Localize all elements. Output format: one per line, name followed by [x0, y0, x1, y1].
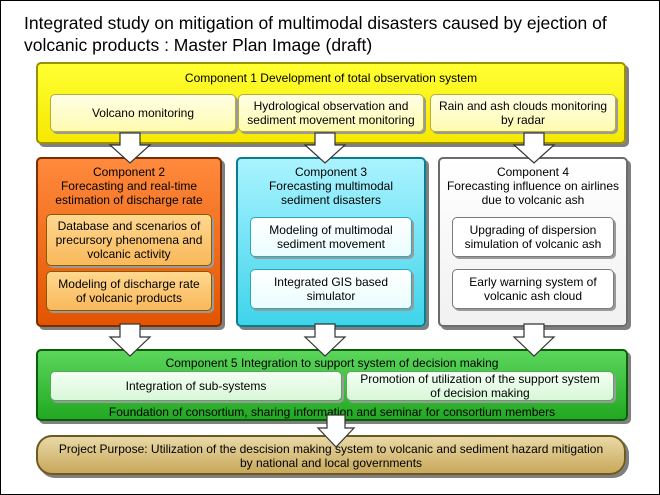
early-warning-line-1: Early warning system of	[469, 275, 597, 289]
arrow-c1-to-c3-icon	[303, 132, 347, 164]
component-2-box: Component 2 Forecasting and real-time es…	[36, 157, 222, 327]
gis-simulator-box: Integrated GIS based simulator	[250, 269, 412, 309]
component-5-footer: Foundation of consortium, sharing inform…	[108, 405, 556, 419]
component-3-heading-line-2: Forecasting multimodal	[268, 179, 394, 193]
component-4-heading-line-1: Component 4	[496, 165, 570, 179]
discharge-modeling-line-1: Modeling of discharge rate	[58, 277, 200, 291]
component-4-box: Component 4 Forecasting influence on air…	[438, 157, 628, 327]
component-3-box: Component 3 Forecasting multimodal sedim…	[236, 157, 426, 327]
ash-dispersion-line-2: simulation of volcanic ash	[464, 237, 602, 251]
component-2-heading-line-3: estimation of discharge rate	[55, 193, 203, 207]
project-purpose-line-1: Project Purpose: Utilization of the desc…	[58, 442, 604, 456]
title-line-2: volcanic products : Master Plan Image (d…	[24, 35, 373, 55]
sediment-modeling-line-1: Modeling of multimodal	[269, 223, 393, 237]
project-purpose-line-2: by national and local governments	[239, 456, 423, 470]
radar-monitoring-box: Rain and ash clouds monitoring by radar	[430, 94, 616, 132]
arrow-c1-to-c2-icon	[108, 132, 152, 164]
discharge-modeling-line-2: of volcanic products	[75, 291, 183, 305]
arrow-c3-to-c5-icon	[303, 323, 347, 357]
component-2-heading-line-1: Component 2	[92, 165, 166, 179]
hydrological-observation-box: Hydrological observation and sediment mo…	[238, 94, 424, 132]
arrow-c2-to-c5-icon	[108, 323, 152, 357]
component-3-heading: Component 3 Forecasting multimodal sedim…	[238, 165, 424, 207]
utilization-promotion-line-1: Promotion of utilization of the support …	[360, 372, 600, 386]
utilization-promotion-line-2: of decision making	[430, 386, 530, 400]
sediment-modeling-box: Modeling of multimodal sediment movement	[250, 217, 412, 257]
ash-dispersion-box: Upgrading of dispersion simulation of vo…	[452, 217, 614, 257]
gis-simulator-line-1: Integrated GIS based	[273, 275, 389, 289]
radar-monitoring-line-1: Rain and ash clouds monitoring	[438, 99, 608, 113]
component-2-heading: Component 2 Forecasting and real-time es…	[38, 165, 220, 207]
hydrological-observation-line-1: Hydrological observation and	[253, 99, 409, 113]
utilization-promotion-box: Promotion of utilization of the support …	[346, 371, 614, 401]
database-scenarios-line-1: Database and scenarios of	[57, 219, 201, 233]
component-3-heading-line-1: Component 3	[294, 165, 368, 179]
component-4-heading-line-3: due to volcanic ash	[481, 193, 585, 207]
ash-dispersion-line-1: Upgrading of dispersion	[469, 223, 597, 237]
component-5-heading: Component 5 Integration to support syste…	[165, 356, 499, 370]
volcano-monitoring-line-1: Volcano monitoring	[91, 106, 195, 120]
component-2-heading-line-2: Forecasting and real-time	[60, 179, 198, 193]
database-scenarios-line-3: volcanic activity	[87, 247, 171, 261]
volcano-monitoring-box: Volcano monitoring	[50, 94, 236, 132]
page-title: Integrated study on mitigation of multim…	[24, 12, 654, 56]
gis-simulator-line-2: simulator	[306, 289, 356, 303]
arrow-c4-to-c5-icon	[512, 323, 556, 357]
arrow-c1-to-c4-icon	[512, 132, 556, 164]
subsystems-integration-line-1: Integration of sub-systems	[125, 379, 267, 393]
title-line-1: Integrated study on mitigation of multim…	[24, 13, 607, 33]
component-1-heading: Component 1 Development of total observa…	[184, 71, 478, 85]
arrow-c5-to-purpose-icon	[316, 414, 356, 448]
database-scenarios-line-2: precursory phenomena and	[55, 233, 203, 247]
discharge-modeling-box: Modeling of discharge rate of volcanic p…	[46, 271, 212, 311]
component-3-heading-line-3: sediment disasters	[280, 193, 382, 207]
database-scenarios-box: Database and scenarios of precursory phe…	[46, 214, 212, 266]
early-warning-box: Early warning system of volcanic ash clo…	[452, 269, 614, 309]
subsystems-integration-box: Integration of sub-systems	[50, 371, 342, 401]
radar-monitoring-line-2: by radar	[500, 113, 545, 127]
component-5-box: Component 5 Integration to support syste…	[36, 349, 628, 421]
sediment-modeling-line-2: sediment movement	[276, 237, 386, 251]
component-4-heading-line-2: Forecasting influence on airlines	[446, 179, 620, 193]
component-4-heading: Component 4 Forecasting influence on air…	[440, 165, 626, 207]
early-warning-line-2: volcanic ash cloud	[483, 289, 583, 303]
hydrological-observation-line-2: sediment movement monitoring	[247, 113, 415, 127]
project-purpose-text: Project Purpose: Utilization of the desc…	[38, 442, 624, 470]
